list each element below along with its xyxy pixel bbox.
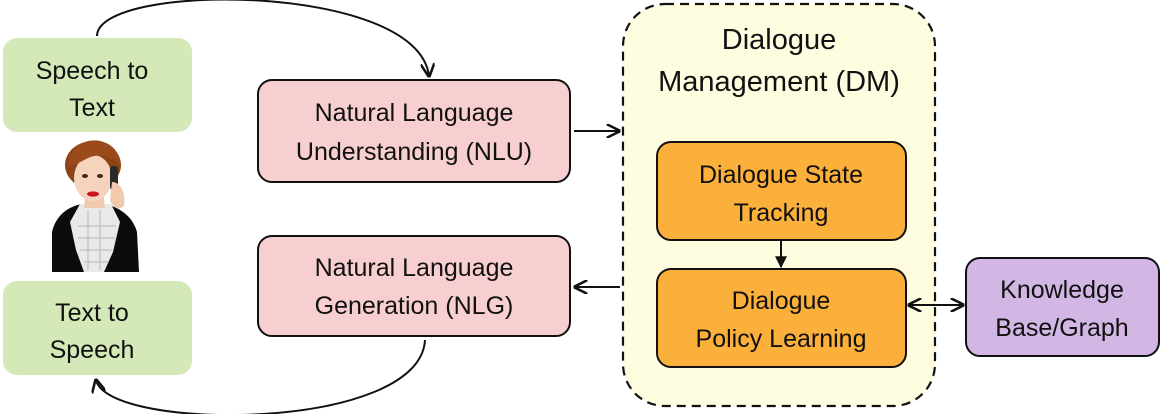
text-to-speech-line3: Speech xyxy=(50,336,135,364)
dm-title-line2: Management (DM) xyxy=(658,66,900,98)
person-on-phone-icon xyxy=(52,140,139,272)
speech-to-text-box xyxy=(3,38,192,132)
dst-line1: Dialogue State xyxy=(699,161,863,189)
arrow-nlg-to-tts xyxy=(96,339,426,414)
nlu-line1: Natural Language xyxy=(315,99,514,127)
kb-line1: Knowledge xyxy=(1000,276,1124,304)
dpl-box xyxy=(656,268,907,368)
nlg-line1: Natural Language xyxy=(315,254,514,282)
speech-to-text-line1: Speech to xyxy=(36,57,149,85)
nlu-line2: Understanding (NLU) xyxy=(296,138,532,166)
dm-title-line1: Dialogue xyxy=(722,24,836,56)
nlg-box xyxy=(257,235,571,337)
dpl-line2: Policy Learning xyxy=(696,325,867,353)
text-to-speech-line1: Text to xyxy=(55,299,129,327)
dst-line2: Tracking xyxy=(734,199,829,227)
nlg-line2: Generation (NLG) xyxy=(315,292,514,320)
dpl-line1: Dialogue xyxy=(732,287,831,315)
speech-to-text-line2: Text xyxy=(69,94,115,122)
text-to-speech-box xyxy=(3,281,192,375)
kb-box xyxy=(965,257,1160,357)
arrow-stt-to-nlu xyxy=(96,0,429,76)
kb-line2: Base/Graph xyxy=(995,314,1128,342)
nlu-box xyxy=(257,79,571,183)
dst-box xyxy=(656,141,907,241)
